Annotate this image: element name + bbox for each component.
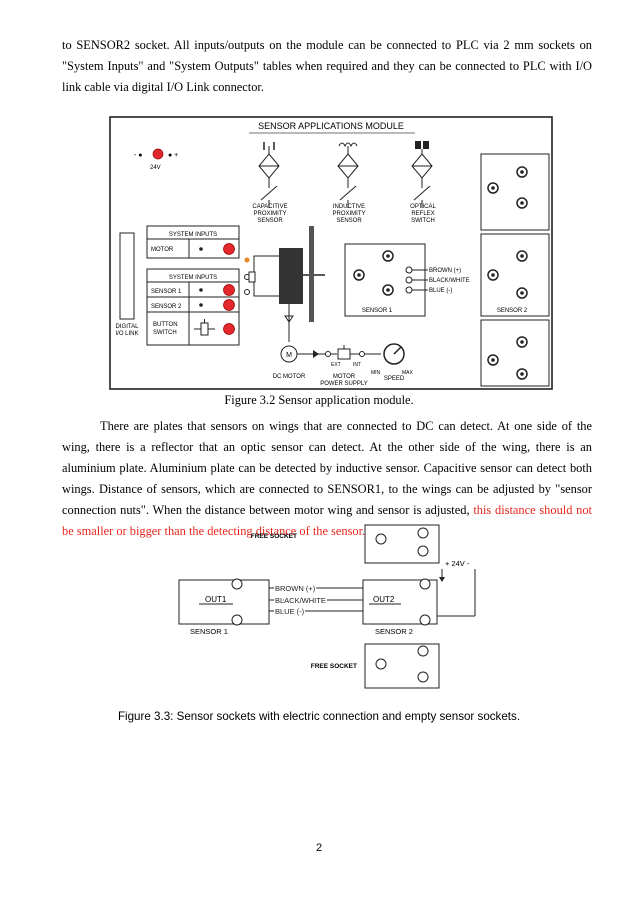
dc-motor-label: DC MOTOR — [273, 374, 306, 380]
figure-3-2-caption: Figure 3.2 Sensor application module. — [224, 393, 414, 407]
supply-voltage: 24V — [150, 165, 161, 171]
speed-label: SPEED — [384, 376, 405, 382]
digital-io-link-connector — [119, 232, 135, 320]
optical-sensor-symbol — [411, 141, 433, 208]
sensor-2-input-led — [223, 299, 235, 311]
sensor-1-label-l1: CAPACITIVE — [252, 204, 287, 210]
motor-symbol-letter: M — [286, 352, 292, 359]
page-number: 2 — [315, 842, 323, 854]
wire-brown: BROWN (+) — [429, 268, 461, 274]
wire-blackwhite: BLACK/WHITE — [429, 278, 470, 284]
io-label-2: I/O LINK — [115, 331, 138, 337]
min-label: MIN — [371, 370, 381, 376]
inductive-sensor-symbol — [337, 142, 359, 208]
out2-label: OUT2 — [373, 595, 395, 604]
button-label-2: SWITCH — [153, 330, 177, 336]
wire-blackwhite-2: BLACK/WHITE — [275, 596, 326, 605]
io-label-1: DIGITAL — [116, 324, 140, 330]
sensor-2-label: SENSOR 2 — [497, 308, 528, 314]
input-sensor-1: SENSOR 1 — [151, 289, 182, 295]
motor-supply-label-2: POWER SUPPLY — [320, 381, 368, 387]
sensor-module-figure: SENSOR APPLICATIONS MODULE - ● ● + 24V C… — [109, 116, 553, 390]
wire-brown-2: BROWN (+) — [275, 584, 316, 593]
wiring-lines — [269, 587, 363, 612]
supply-plus: ● + — [168, 152, 178, 159]
free-socket-bottom — [480, 319, 550, 387]
input-sensor-2: SENSOR 2 — [151, 304, 182, 310]
wire-blue-2: BLUE (-) — [275, 607, 305, 616]
supply-minus: - ● — [134, 152, 143, 159]
supply-24v-label: + 24V - — [445, 559, 470, 568]
motor-label: MOTOR — [151, 247, 174, 253]
sensor-1-label-l2: PROXIMITY — [253, 211, 286, 217]
button-input-led — [223, 323, 235, 335]
sensor-3-label-l2: REFLEX — [411, 211, 434, 217]
sensor-2-label-2: SENSOR 2 — [375, 627, 413, 636]
sensor-2-label-l3: SENSOR — [336, 218, 362, 224]
max-label: MAX — [402, 370, 414, 376]
sensor-1-wire-terminals — [405, 266, 428, 294]
system-outputs-table — [146, 225, 240, 259]
button-label-1: BUTTON — [153, 322, 178, 328]
supply-indicator-led — [152, 148, 164, 160]
module-title: SENSOR APPLICATIONS MODULE — [258, 121, 404, 131]
figure-3-3-caption: Figure 3.3: Sensor sockets with electric… — [117, 710, 521, 723]
plates-paragraph: There are plates that sensors on wings t… — [62, 416, 592, 542]
out1-label: OUT1 — [205, 595, 227, 604]
motor-wing-assembly — [244, 226, 325, 342]
system-inputs-title: SYSTEM INPUTS — [169, 275, 217, 281]
free-socket-label-top: FREE SOCKET — [251, 533, 297, 540]
sensor-3-label-l3: SWITCH — [411, 218, 435, 224]
sensor-1-label-2: SENSOR 1 — [190, 627, 228, 636]
ext-label: EXT — [331, 362, 341, 368]
motor-supply-switch — [297, 345, 381, 360]
free-socket-label-bottom: FREE SOCKET — [311, 663, 357, 670]
sensor-1-box — [178, 579, 270, 625]
sensor-sockets-figure: FREE SOCKET + 24V - OUT1 OUT2 BROWN (+) … — [178, 524, 476, 689]
sensor-1-label-l3: SENSOR — [257, 218, 283, 224]
sensor-2-label-l2: PROXIMITY — [332, 211, 365, 217]
sensor-1-label: SENSOR 1 — [362, 308, 393, 314]
wire-blue: BLUE (-) — [429, 288, 452, 294]
plates-warning-text: this distance should not be smaller or b… — [62, 503, 593, 538]
motor-supply-label-1: MOTOR — [333, 374, 356, 380]
plates-text: There are plates that sensors on wings t… — [62, 419, 592, 517]
sensor-2-label-l1: INDUCTIVE — [333, 204, 365, 210]
intro-paragraph: to SENSOR2 socket. All inputs/outputs on… — [62, 38, 592, 94]
sensor-1-input-led — [223, 284, 235, 296]
motor-output-led — [223, 243, 235, 255]
system-outputs-title: SYSTEM INPUTS — [169, 232, 217, 238]
push-button-icon — [194, 319, 215, 336]
sensor-3-label-l1: OPTICAL — [410, 204, 436, 210]
int-label: INT — [353, 362, 361, 368]
capacitive-sensor-symbol — [258, 142, 280, 208]
